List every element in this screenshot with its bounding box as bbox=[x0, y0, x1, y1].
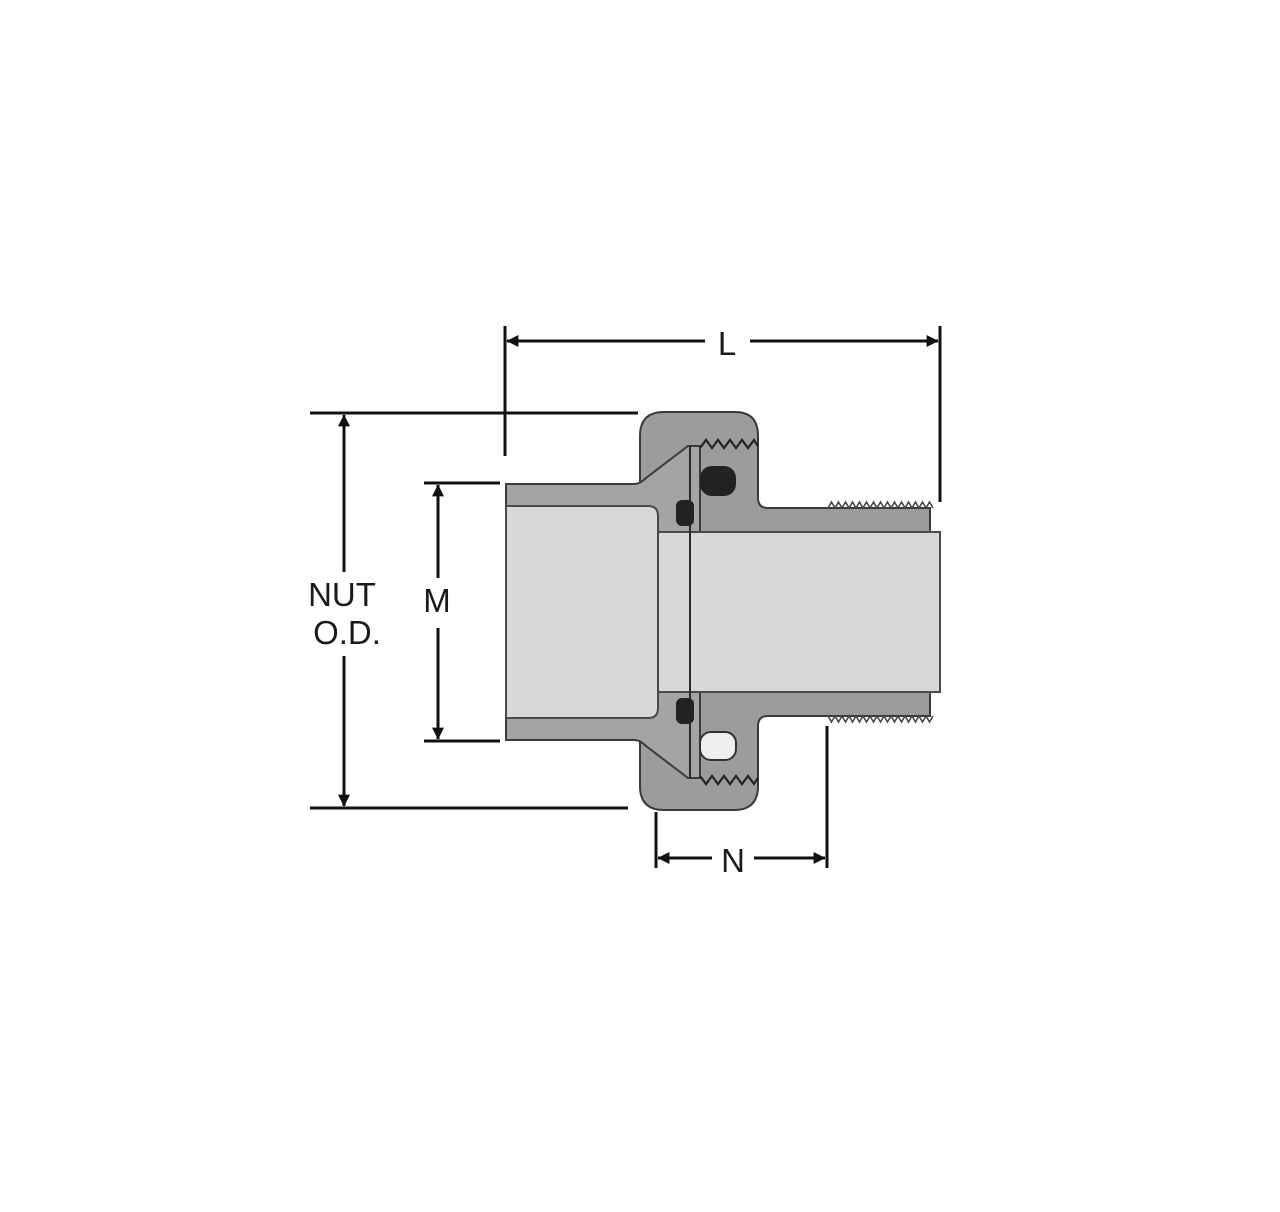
socket-bore bbox=[505, 505, 941, 719]
male-thread-bottom bbox=[827, 714, 934, 724]
dimension-lines bbox=[310, 326, 942, 868]
oring-bottom-small bbox=[676, 698, 694, 724]
fitting-body bbox=[505, 411, 941, 811]
label-l: L bbox=[718, 325, 736, 362]
label-n: N bbox=[721, 842, 745, 879]
seal-bottom bbox=[699, 731, 737, 761]
label-nut-line1: NUT bbox=[308, 576, 376, 613]
label-m: M bbox=[423, 582, 451, 619]
oring-top-small bbox=[676, 500, 694, 526]
nut-thread-top bbox=[699, 438, 759, 450]
oring-top-large bbox=[700, 466, 736, 496]
male-thread-top bbox=[827, 500, 934, 510]
label-nut-line2: O.D. bbox=[313, 614, 381, 651]
nut-thread-bottom bbox=[699, 774, 759, 786]
